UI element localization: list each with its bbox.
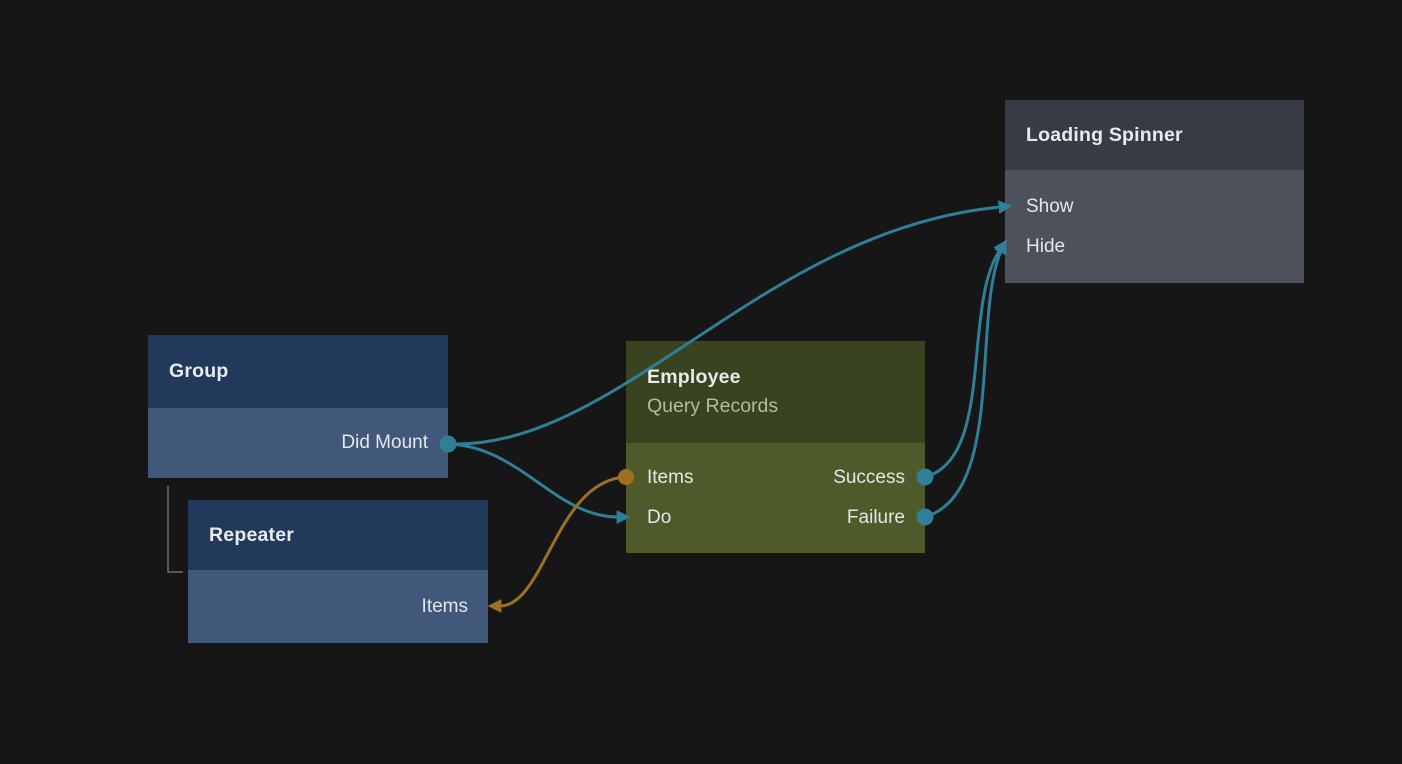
port-dot-success-output[interactable] xyxy=(916,468,934,486)
node-title: Group xyxy=(169,360,229,382)
node-loading-spinner-body: Show Hide xyxy=(1005,170,1304,283)
port-label-show: Show xyxy=(1026,196,1074,217)
node-employee-body: Items Success Do Failure xyxy=(626,443,925,553)
port-row-items-success: Items Success xyxy=(626,458,925,498)
port-row-show: Show xyxy=(1005,187,1304,227)
wire-didmount-to-do[interactable] xyxy=(447,442,631,524)
node-repeater[interactable]: Repeater Items xyxy=(188,500,488,643)
node-employee-header: Employee Query Records xyxy=(626,341,925,443)
wire-failure-to-hide[interactable] xyxy=(924,239,1007,519)
wire-items-to-repeater-items[interactable] xyxy=(487,475,627,613)
node-group[interactable]: Group Did Mount xyxy=(148,335,448,478)
node-repeater-header: Repeater xyxy=(188,500,488,570)
port-row-do-failure: Do Failure xyxy=(626,498,925,538)
port-label-do: Do xyxy=(647,507,672,528)
wire-didmount-to-show[interactable] xyxy=(447,200,1013,446)
port-label-items: Items xyxy=(647,467,694,488)
port-row-repeater-items: Items xyxy=(188,570,488,643)
node-subtitle: Query Records xyxy=(647,395,779,417)
port-dot-items-output[interactable] xyxy=(618,469,634,485)
port-dot-did-mount-output[interactable] xyxy=(439,435,457,453)
node-loading-spinner[interactable]: Loading Spinner Show Hide xyxy=(1005,100,1304,283)
port-dot-failure-output[interactable] xyxy=(916,508,934,526)
node-title: Repeater xyxy=(209,523,295,546)
hierarchy-connector-line xyxy=(167,486,183,573)
node-loading-spinner-header: Loading Spinner xyxy=(1005,100,1304,170)
node-title: Loading Spinner xyxy=(1026,123,1183,146)
port-label-failure: Failure xyxy=(846,507,905,528)
node-group-header: Group xyxy=(148,335,448,408)
port-row-did-mount: Did Mount xyxy=(148,408,448,478)
port-label-hide: Hide xyxy=(1026,236,1066,257)
port-row-hide: Hide xyxy=(1005,227,1304,267)
port-label-success: Success xyxy=(833,467,905,488)
wire-success-to-hide[interactable] xyxy=(924,239,1008,479)
port-label-repeater-items: Items xyxy=(421,595,468,617)
node-title: Employee xyxy=(647,366,741,388)
port-label-did-mount: Did Mount xyxy=(341,432,428,453)
node-repeater-body: Items xyxy=(188,570,488,643)
node-employee-query-records[interactable]: Employee Query Records Items Success Do … xyxy=(626,341,925,553)
node-group-body: Did Mount xyxy=(148,408,448,478)
